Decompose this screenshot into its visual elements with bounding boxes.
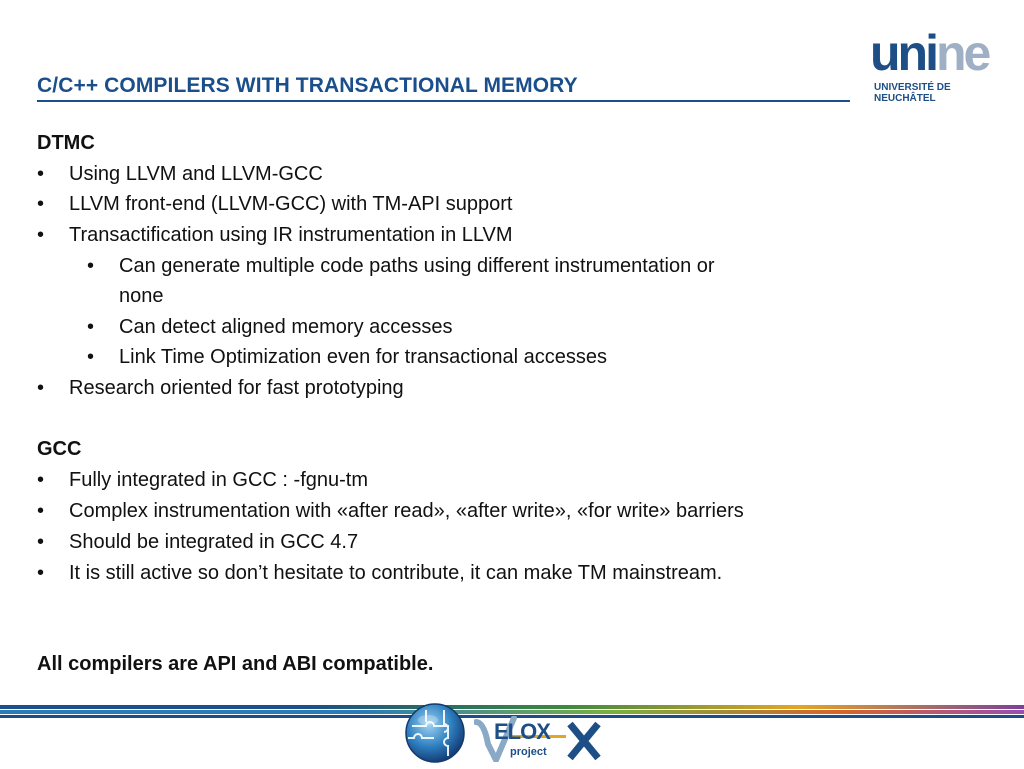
slide-title: C/C++ COMPILERS WITH TRANSACTIONAL MEMOR… [37,74,578,97]
unine-wordmark: unine [870,28,991,78]
unine-wordmark-part2: ne [935,25,991,81]
section-heading-gcc: GCC [37,438,82,460]
velox-logo: ELOX project [474,716,604,762]
puzzle-globe-icon [404,702,466,764]
unine-subtitle-line1: UNIVERSITÉ DE [874,82,951,93]
unine-logo: unine UNIVERSITÉ DE NEUCHÂTEL [870,28,995,110]
unine-subtitle: UNIVERSITÉ DE NEUCHÂTEL [874,82,951,104]
velox-wordmark: ELOX [494,719,551,744]
unine-wordmark-part1: uni [870,25,939,81]
conclusion-text: All compilers are API and ABI compatible… [37,653,434,675]
title-underline [37,100,850,102]
unine-subtitle-line2: NEUCHÂTEL [874,93,936,104]
velox-project-label: project [510,746,547,758]
section-heading-dtmc: DTMC [37,132,95,154]
